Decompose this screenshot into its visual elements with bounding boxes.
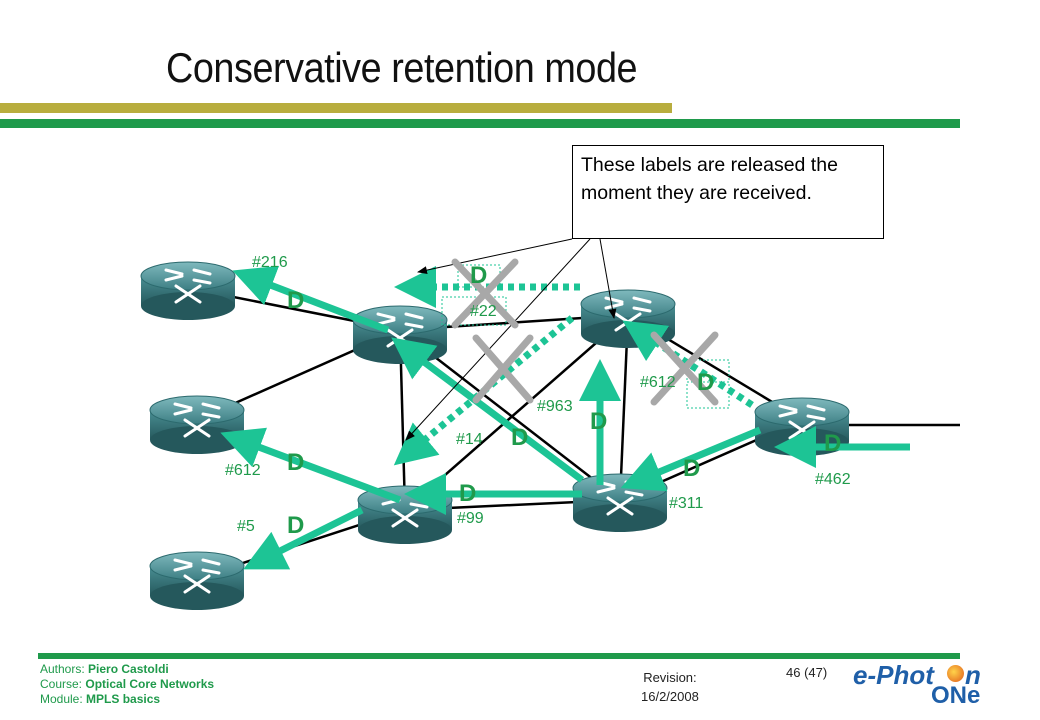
footer-credits: Authors: Piero Castoldi Course: Optical … [40,662,214,707]
router-r1 [139,260,237,322]
title-underline-green [0,119,960,128]
course-label: Course: [40,677,83,691]
logo-text-1: e-Phot [853,660,934,690]
label-311: #311 [669,495,704,512]
callout-pointers [405,238,617,441]
label-mapping-arrows [220,265,910,570]
label-612-lower: #612 [225,462,261,479]
d-mark: D [697,369,715,396]
label-5: #5 [237,518,255,535]
router-r3 [148,550,246,612]
logo-text-2: n [965,660,981,690]
revision-date: 16/2/2008 [641,689,699,704]
label-963: #963 [537,398,573,415]
router-r7 [571,472,669,534]
d-mark: D [287,512,305,539]
revision: Revision: 16/2/2008 [641,668,699,706]
footer-rule [38,653,960,659]
label-99: #99 [457,510,484,527]
label-216: #216 [252,254,288,271]
page-number: 46 (47) [786,665,828,680]
label-612-upper: #612 [640,374,676,391]
d-mark: D [511,424,529,451]
e-photon-one-logo: e-Phot n ONe [853,660,983,710]
slide-title: Conservative retention mode [166,44,638,91]
authors-value: Piero Castoldi [88,662,169,676]
d-mark: D [459,480,477,507]
router-r2 [148,394,246,456]
label-462: #462 [815,471,851,488]
label-22: #22 [470,303,497,320]
title-underline-olive [0,103,672,113]
d-mark: D [590,408,608,435]
revision-label: Revision: [643,670,697,685]
d-mark: D [287,449,305,476]
module-value: MPLS basics [86,692,161,706]
course-value: Optical Core Networks [85,677,215,691]
cross-marks [451,258,719,406]
callout-box: These labels are released the moment the… [572,145,884,239]
d-mark: D [683,455,701,482]
logo-text-3: ONe [931,682,981,709]
d-mark: D [824,430,842,457]
module-label: Module: [40,692,83,706]
label-14: #14 [456,431,483,448]
logo-globe-icon [947,665,964,682]
router-r4 [351,304,449,366]
authors-label: Authors: [40,662,85,676]
d-mark: D [470,262,488,289]
d-mark: D [287,287,305,314]
